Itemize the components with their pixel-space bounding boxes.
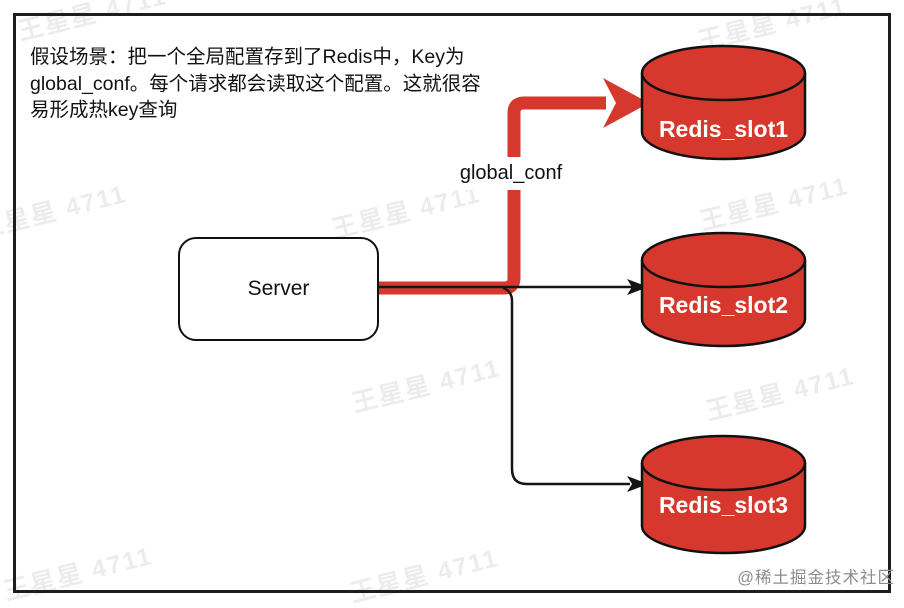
hot-key-edge-label: global_conf (451, 157, 571, 190)
hot-key-edge-arrowhead-icon (603, 78, 649, 128)
edge-server-slot3-line (502, 286, 630, 486)
server-node-label: Server (247, 277, 310, 300)
credit-watermark: @稀土掘金技术社区 (737, 569, 895, 587)
edge-server-slot3-arrowhead-icon (627, 476, 648, 492)
edge-server-slot2-arrowhead-icon (627, 279, 648, 295)
scenario-note: 假设场景：把一个全局配置存到了Redis中，Key为global_conf。每个… (30, 46, 481, 121)
redis-slot2-cylinder (640, 231, 807, 348)
hot-key-edge-line (375, 96, 606, 295)
diagram-border-frame (13, 13, 891, 593)
redis-slot3-cylinder (640, 434, 807, 555)
server-node: Server (178, 237, 379, 341)
redis-slot1-cylinder (640, 44, 807, 161)
